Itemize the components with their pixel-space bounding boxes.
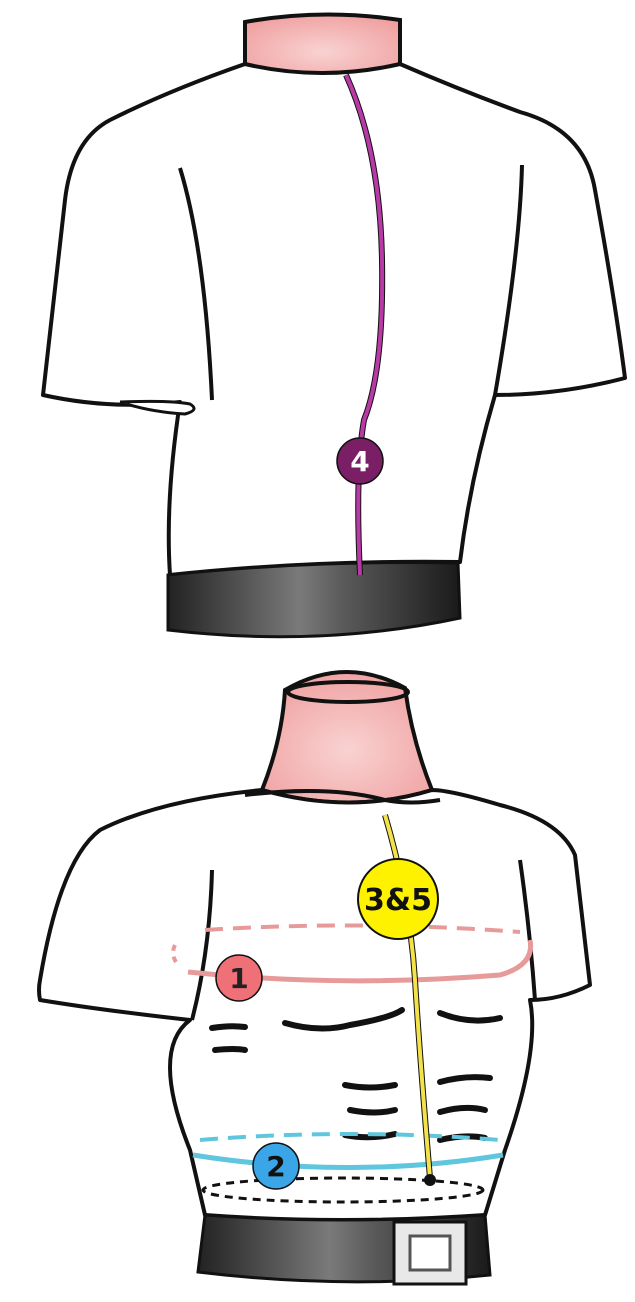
back-length-marker: 4 <box>337 438 383 484</box>
back-shirt <box>43 64 625 575</box>
front-length-end-dot <box>424 1174 436 1186</box>
back-belt <box>168 563 460 637</box>
chest-marker: 1 <box>216 955 262 1001</box>
front-belt-buckle-inner <box>410 1236 450 1270</box>
front-length-marker-label: 3&5 <box>364 883 432 918</box>
chest-marker-label: 1 <box>229 962 248 995</box>
waist-marker: 2 <box>253 1143 299 1189</box>
front-length-marker: 3&5 <box>358 859 438 939</box>
front-shirt <box>39 790 590 1220</box>
waist-marker-label: 2 <box>266 1150 285 1183</box>
back-length-marker-label: 4 <box>350 445 369 478</box>
back-torso-figure <box>43 14 625 636</box>
back-left-sleeve-hem <box>120 401 194 414</box>
